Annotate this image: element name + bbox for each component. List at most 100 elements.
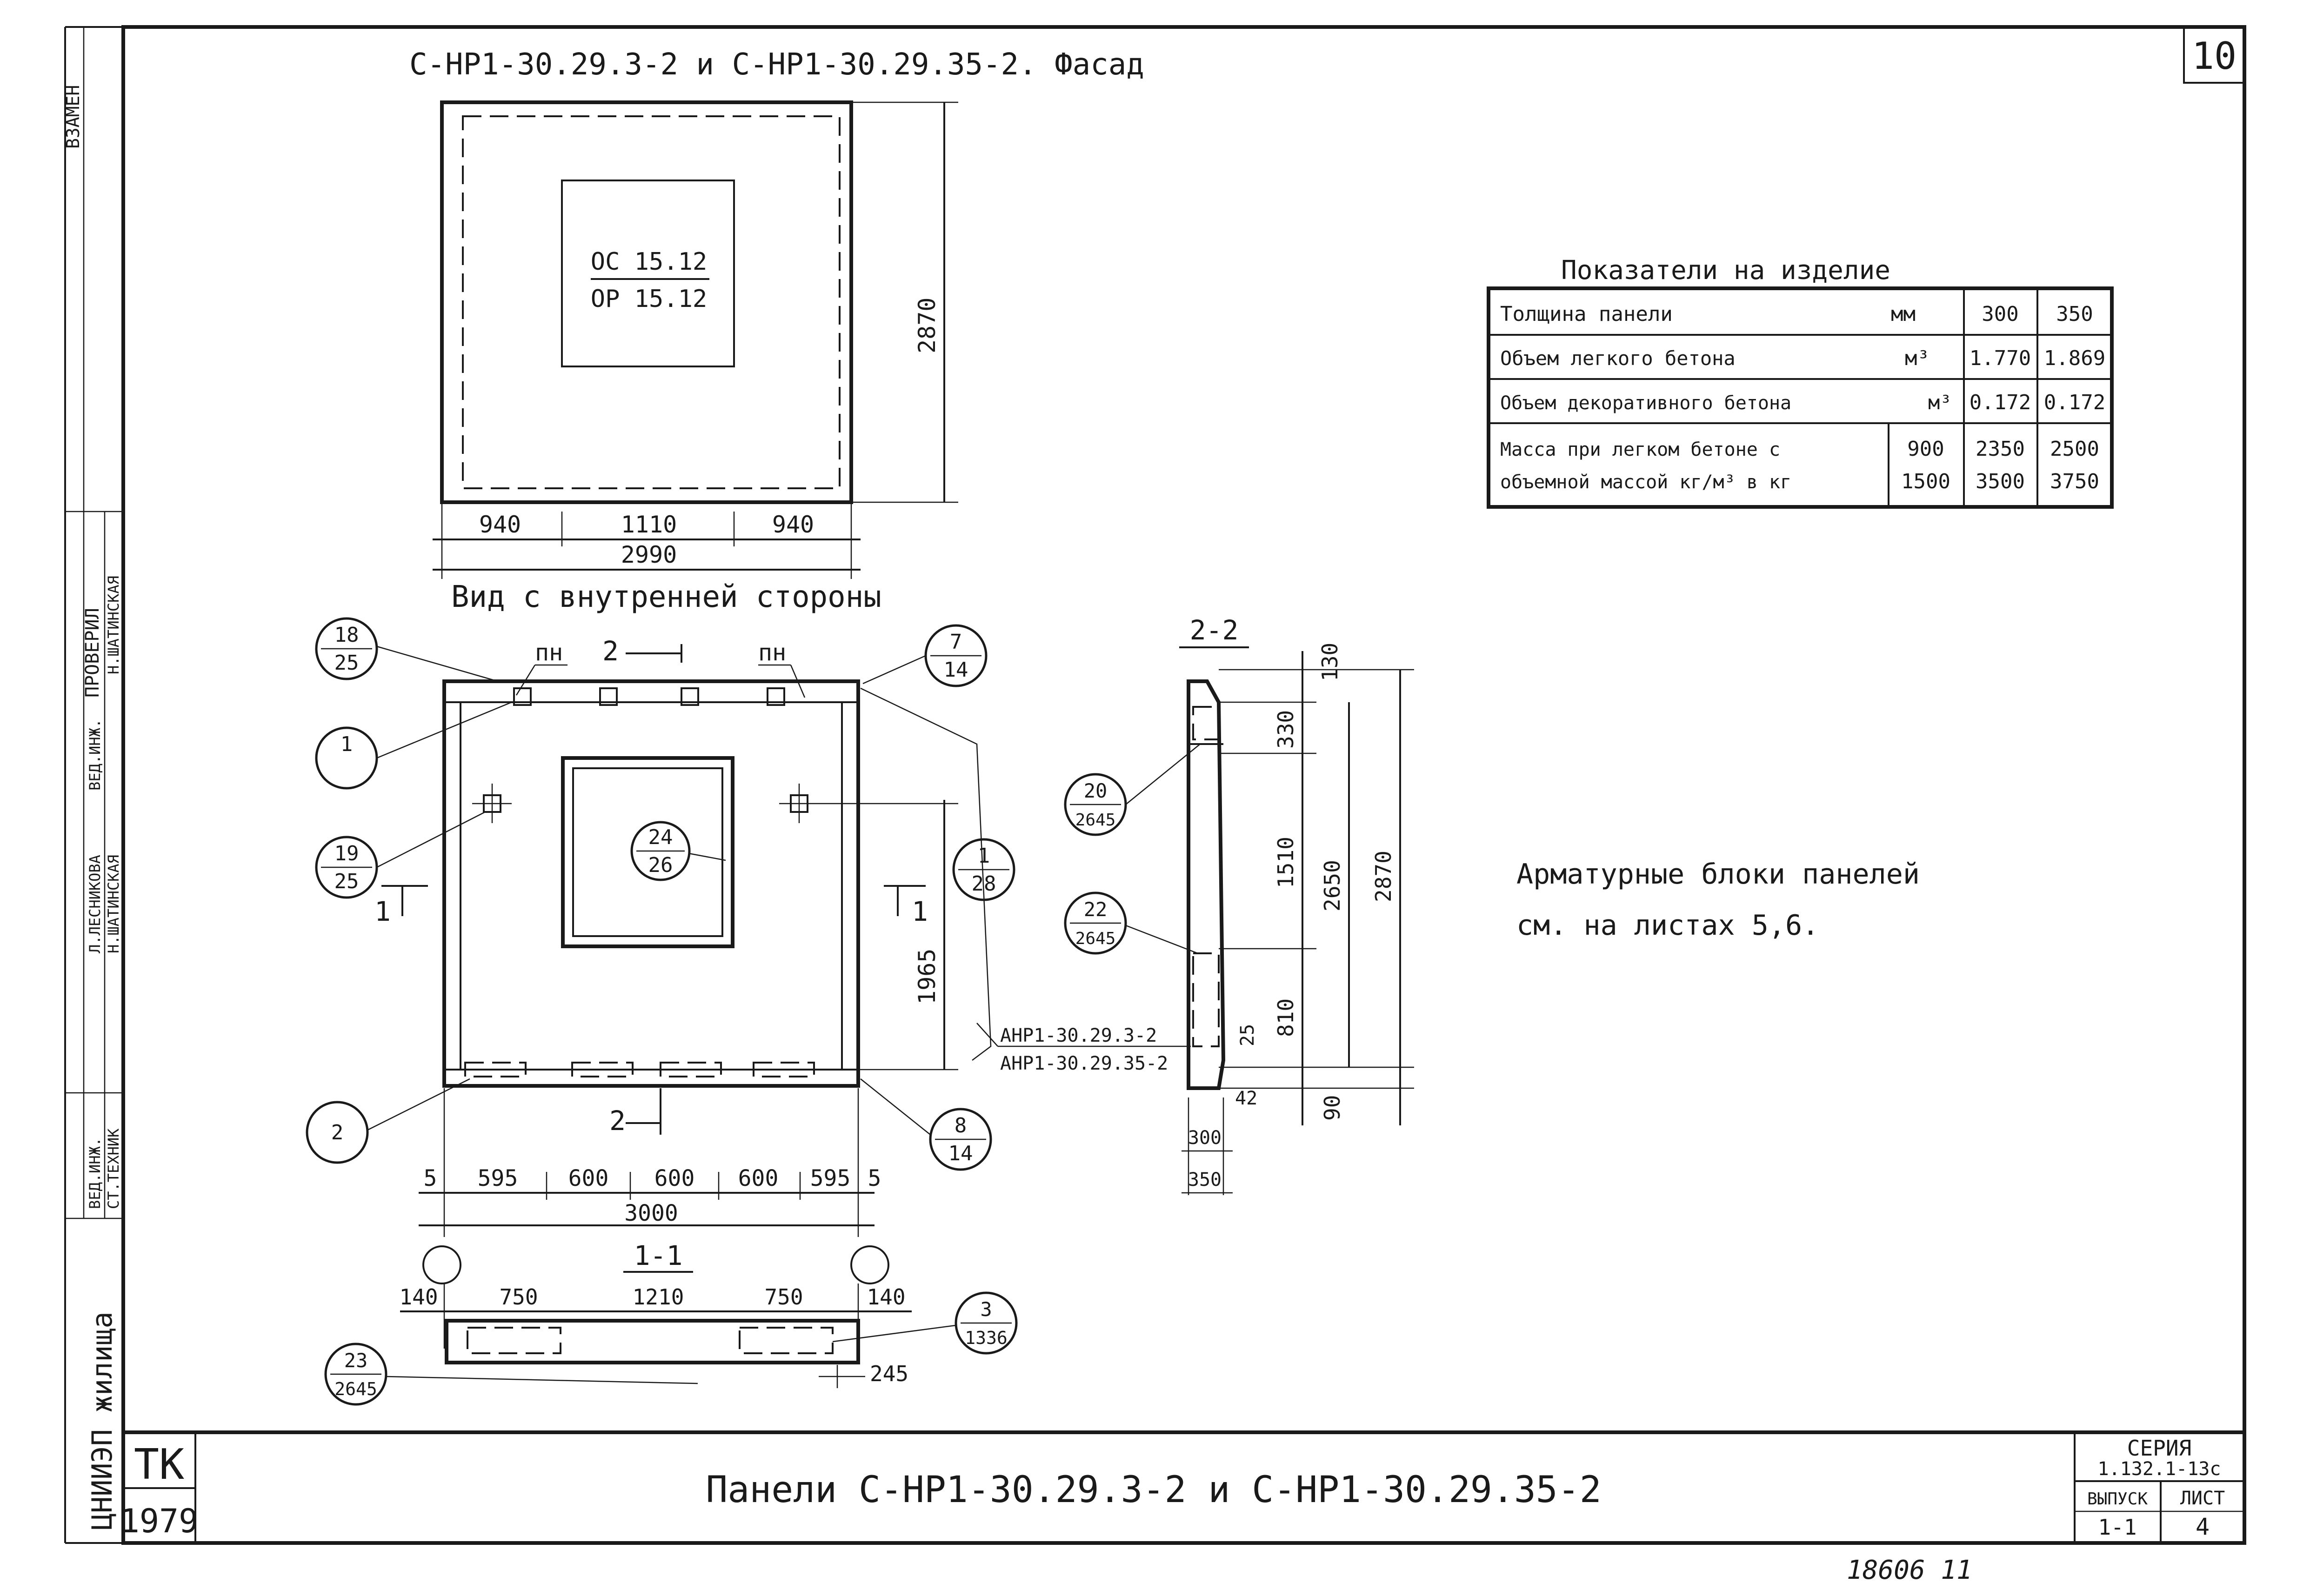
section11-dim-750-right: 750 — [764, 1284, 803, 1310]
svg-text:2645: 2645 — [334, 1379, 377, 1399]
dim-130: 130 — [1317, 643, 1342, 681]
name-lesnikova: Л.ЛЕСНИКОВА — [86, 855, 104, 953]
svg-text:26: 26 — [648, 853, 673, 877]
bottom-dim-595-right: 595 — [810, 1165, 851, 1191]
proveril-label: ПРОВЕРИЛ — [82, 608, 103, 698]
facade-dim-2: 1110 — [621, 511, 677, 538]
facade-inner-dashed — [462, 115, 841, 489]
role-lead-engineer: ВЕД.ИНЖ. — [86, 1137, 104, 1209]
name-shatinskaya-2: Н.ШАТИНСКАЯ — [105, 576, 122, 674]
callout-7-14: 7 14 — [862, 624, 988, 687]
facade-dim-3: 940 — [772, 511, 814, 538]
row-decor-concrete-v300: 0.172 — [1970, 391, 2031, 414]
inner-window-inner — [572, 767, 723, 937]
svg-text:24: 24 — [648, 825, 673, 849]
thickness-350: 350 — [1188, 1169, 1222, 1190]
svg-text:20: 20 — [1084, 779, 1108, 802]
callout-1: 1 — [315, 701, 512, 790]
mass-1500-v350: 3750 — [2050, 470, 2099, 493]
block-code-2: АНР1-30.29.35-2 — [1000, 1053, 1168, 1074]
lifting-loop — [513, 687, 532, 706]
window-mark-top: ОС 15.12 — [591, 248, 707, 276]
row-decor-concrete-v350: 0.172 — [2044, 391, 2105, 414]
callout-18-25: 18 25 — [315, 617, 498, 682]
axis-marker-left — [422, 1245, 461, 1284]
pn-label-left: пн — [535, 639, 563, 666]
lifting-loop — [599, 687, 618, 706]
sheet-number: 10 — [2192, 34, 2237, 78]
callout-1-28: 1 28 — [860, 687, 1015, 1061]
svg-text:2645: 2645 — [1075, 929, 1116, 948]
svg-text:1: 1 — [978, 844, 990, 868]
sheet-label: ЛИСТ — [2180, 1488, 2225, 1509]
series-value: 1.132.1-13с — [2098, 1458, 2221, 1480]
svg-text:19: 19 — [334, 842, 359, 865]
svg-text:23: 23 — [344, 1349, 368, 1372]
callout-20-2645: 20 2645 — [1064, 744, 1201, 836]
row-thickness-unit: мм — [1891, 302, 1916, 326]
inner-window-outer — [561, 756, 734, 948]
callout-24-26: 24 26 — [630, 821, 726, 881]
facade-outline — [440, 100, 853, 504]
sheet-number-box — [2183, 26, 2245, 84]
bottom-anchor — [571, 1062, 634, 1077]
svg-text:3: 3 — [980, 1298, 992, 1321]
callout-19-25: 19 25 — [315, 811, 487, 899]
issue-label: ВЫПУСК — [2087, 1490, 2148, 1509]
inner-view-title: Вид с внутренней стороны — [451, 580, 881, 614]
section-mark-bottom: 2 — [609, 1105, 626, 1137]
section22-body — [1187, 679, 1226, 1090]
row-light-concrete-v350: 1.869 — [2044, 346, 2105, 370]
callout-22-2645: 22 2645 — [1064, 891, 1198, 955]
note-line1: Арматурные блоки панелей — [1516, 858, 1920, 891]
callout-23-2645: 23 2645 — [324, 1343, 698, 1406]
window-mark-bottom: ОР 15.12 — [591, 285, 707, 313]
section11-dim-140-left: 140 — [399, 1284, 438, 1310]
bottom-dim-600-a: 600 — [568, 1165, 609, 1191]
org-name: ЦНИИЭП жилища — [86, 1311, 119, 1530]
mass-900-v350: 2500 — [2050, 437, 2099, 461]
indicators-title: Показатели на изделие — [1561, 255, 1890, 286]
cut-mark-left: 1 — [374, 896, 391, 927]
svg-text:25: 25 — [334, 651, 359, 675]
mass-density-1500: 1500 — [1901, 470, 1950, 493]
svg-text:14: 14 — [944, 658, 968, 682]
facade-height: 2870 — [914, 298, 941, 353]
name-shatinskaya: Н.ШАТИНСКАЯ — [105, 855, 122, 953]
cut-mark-right: 1 — [912, 896, 928, 927]
facade-window — [561, 180, 735, 367]
mass-1500-v300: 3500 — [1976, 470, 2025, 493]
dim-2870: 2870 — [1371, 851, 1396, 902]
dim-1965: 1965 — [914, 949, 941, 1004]
svg-text:18: 18 — [334, 623, 359, 647]
dim-25: 25 — [1237, 1024, 1258, 1046]
dim-1510: 1510 — [1273, 837, 1298, 888]
bottom-dim-5-left: 5 — [424, 1165, 437, 1191]
svg-text:8: 8 — [955, 1114, 967, 1137]
section11-dim-1210: 1210 — [633, 1284, 684, 1310]
axis-marker-right — [850, 1245, 889, 1284]
svg-text:22: 22 — [1084, 898, 1108, 921]
facade-total: 2990 — [621, 541, 677, 568]
zamen-label: ВЗАМЕН — [63, 85, 83, 149]
stamp-year: 1979 — [120, 1502, 199, 1540]
svg-text:25: 25 — [334, 870, 359, 893]
bottom-dim-600-b: 600 — [654, 1165, 695, 1191]
dim-810: 810 — [1273, 998, 1298, 1037]
callout-8-14: 8 14 — [860, 1078, 992, 1171]
bottom-dim-5-right: 5 — [868, 1165, 881, 1191]
section11-body — [445, 1319, 860, 1364]
svg-text:14: 14 — [948, 1142, 973, 1165]
row-decor-concrete-unit: м³ — [1928, 391, 1952, 414]
indicators-table — [1487, 286, 2114, 509]
row-decor-concrete-name: Объем декоративного бетона — [1500, 392, 1791, 414]
svg-text:2645: 2645 — [1075, 811, 1116, 830]
row-thickness-name: Толщина панели — [1500, 302, 1673, 326]
thickness-300: 300 — [1188, 1127, 1222, 1149]
row-light-concrete-unit: м³ — [1905, 346, 1929, 370]
series-label: СЕРИЯ — [2127, 1436, 2191, 1461]
section11-dim-750-left: 750 — [499, 1284, 538, 1310]
inner-panel-outline — [442, 679, 860, 1088]
mass-label-line1: Масса при легком бетоне с — [1500, 439, 1780, 460]
